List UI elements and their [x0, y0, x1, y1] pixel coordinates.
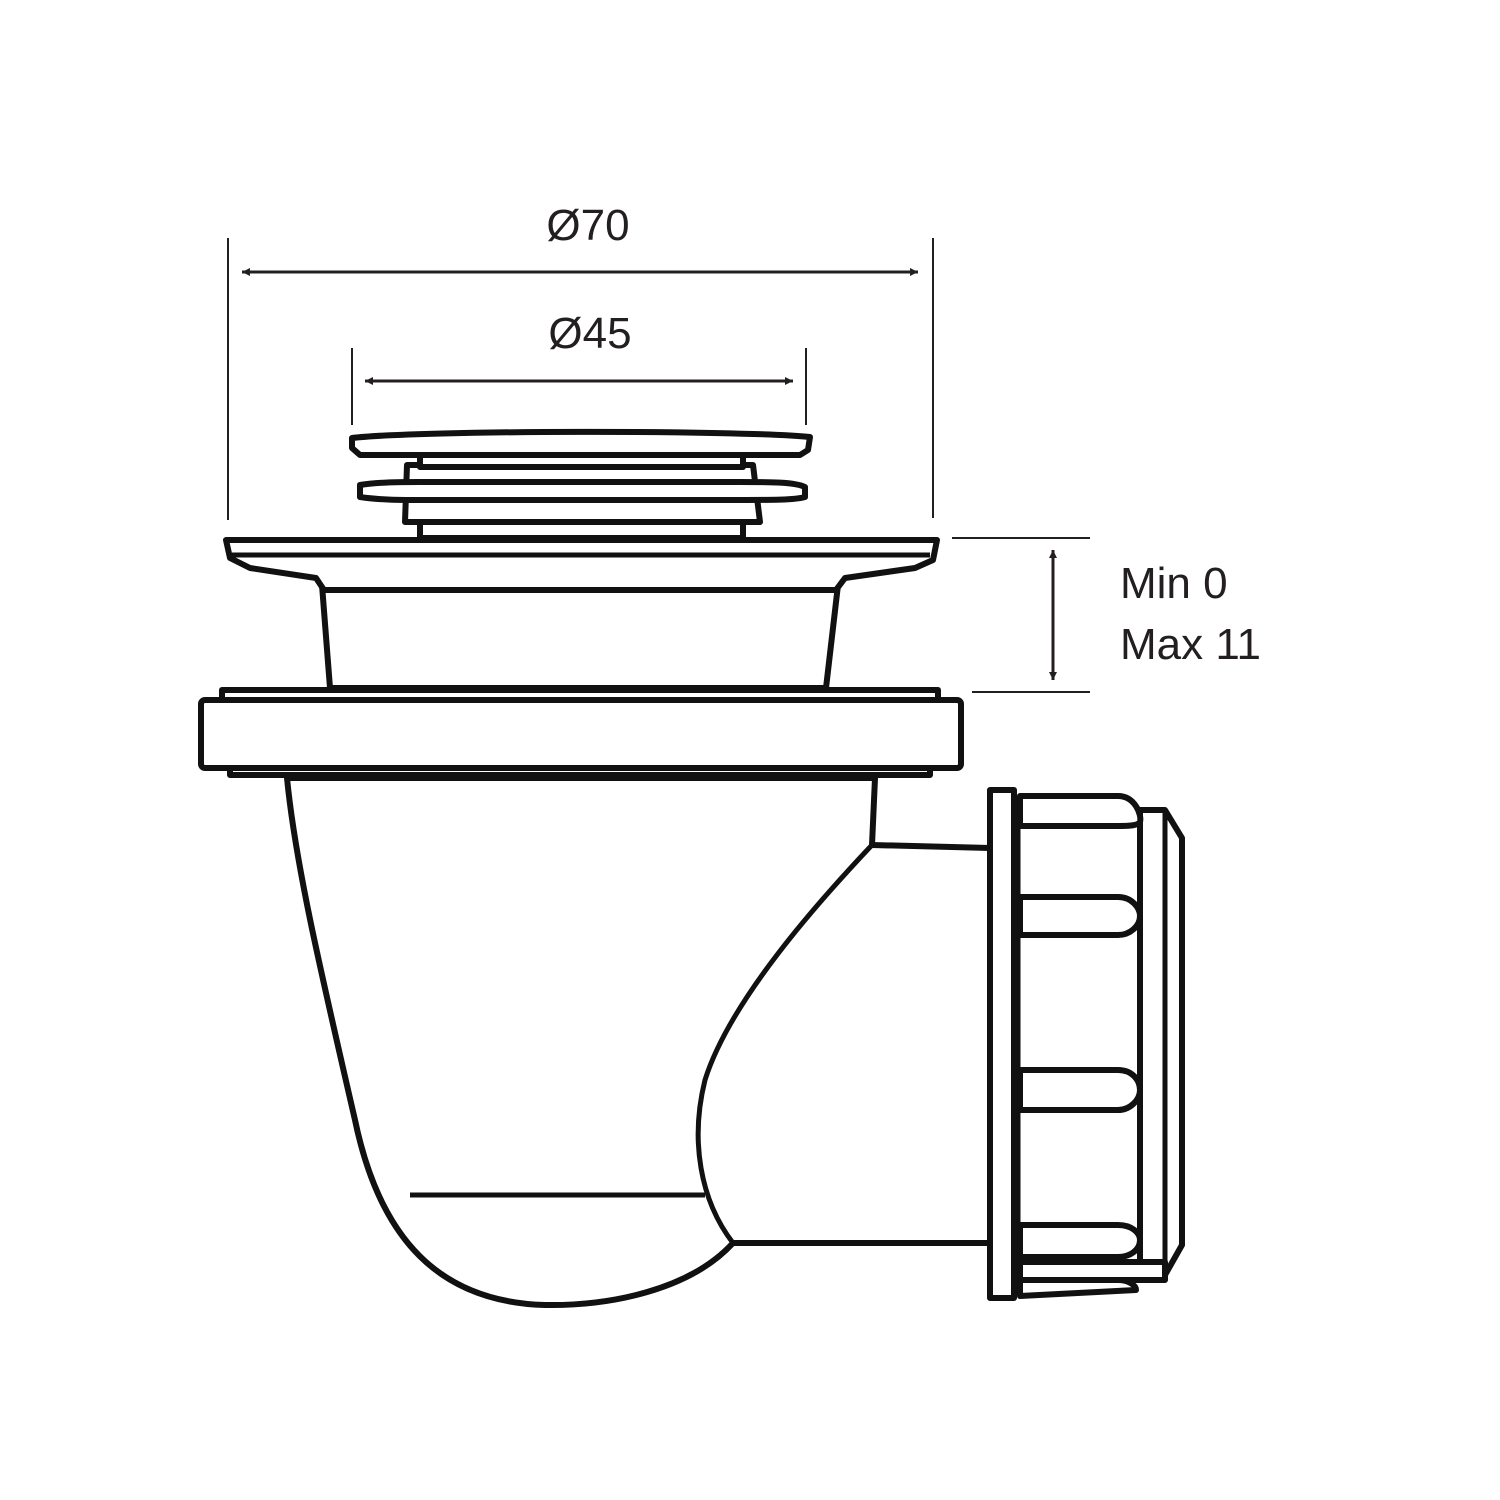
grating-collar — [223, 537, 940, 691]
dimension-height-adjust: Min 0 Max 11 — [952, 537, 1261, 693]
outlet-nut — [987, 787, 1185, 1301]
dimension-outer-diameter: Ø70 — [227, 201, 934, 520]
inner-diameter-label: Ø45 — [548, 309, 631, 358]
plug — [349, 428, 813, 541]
outer-diameter-label: Ø70 — [546, 201, 629, 250]
min-label: Min 0 — [1120, 559, 1228, 608]
dimension-inner-diameter: Ø45 — [351, 309, 807, 425]
locking-ring — [198, 687, 964, 778]
drain-body — [284, 775, 993, 1309]
max-label: Max 11 — [1120, 620, 1261, 669]
